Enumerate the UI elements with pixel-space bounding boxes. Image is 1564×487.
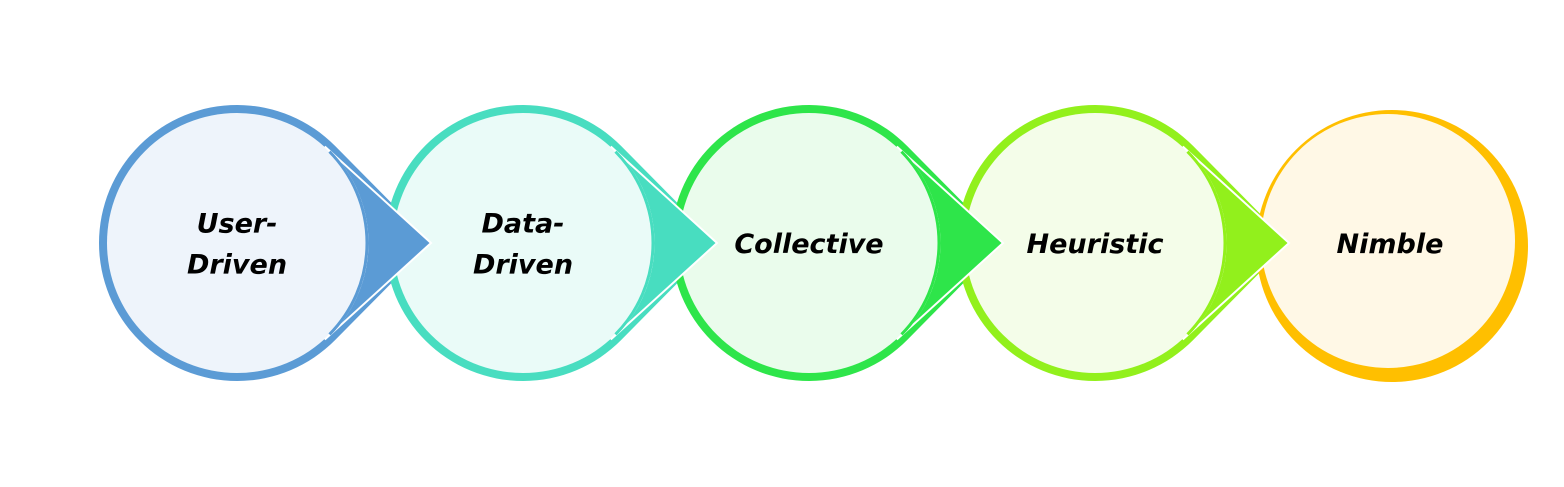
step-circle-data-driven [393,113,653,373]
step-label-line: Driven [187,250,287,281]
step-circle-user-driven [107,113,367,373]
arrow-base-heuristic [1186,150,1227,336]
arrow-base-collective [900,150,941,336]
step-nimble: Nimble [1256,110,1528,382]
step-circle-heuristic [965,113,1225,373]
step-label-heuristic: Heuristic [1027,229,1164,260]
step-circle-collective [679,113,939,373]
step-label-user-driven: User- Driven [187,209,287,281]
step-label-line: Driven [473,250,573,281]
step-label-nimble: Nimble [1337,229,1444,260]
steps-layer: User- Driven Data- Driven Collective Heuristi… [98,104,1528,382]
step-circle-nimble [1261,114,1515,368]
arrow-base-user-driven [328,150,369,336]
step-label-line: Collective [734,229,883,260]
step-label-collective: Collective [734,229,883,260]
step-label-line: Heuristic [1027,229,1164,260]
step-label-line: Data- [482,209,565,240]
arrow-base-data-driven [614,150,655,336]
step-label-line: Nimble [1337,229,1444,260]
step-label-line: User- [197,209,278,240]
step-label-data-driven: Data- Driven [473,209,573,281]
